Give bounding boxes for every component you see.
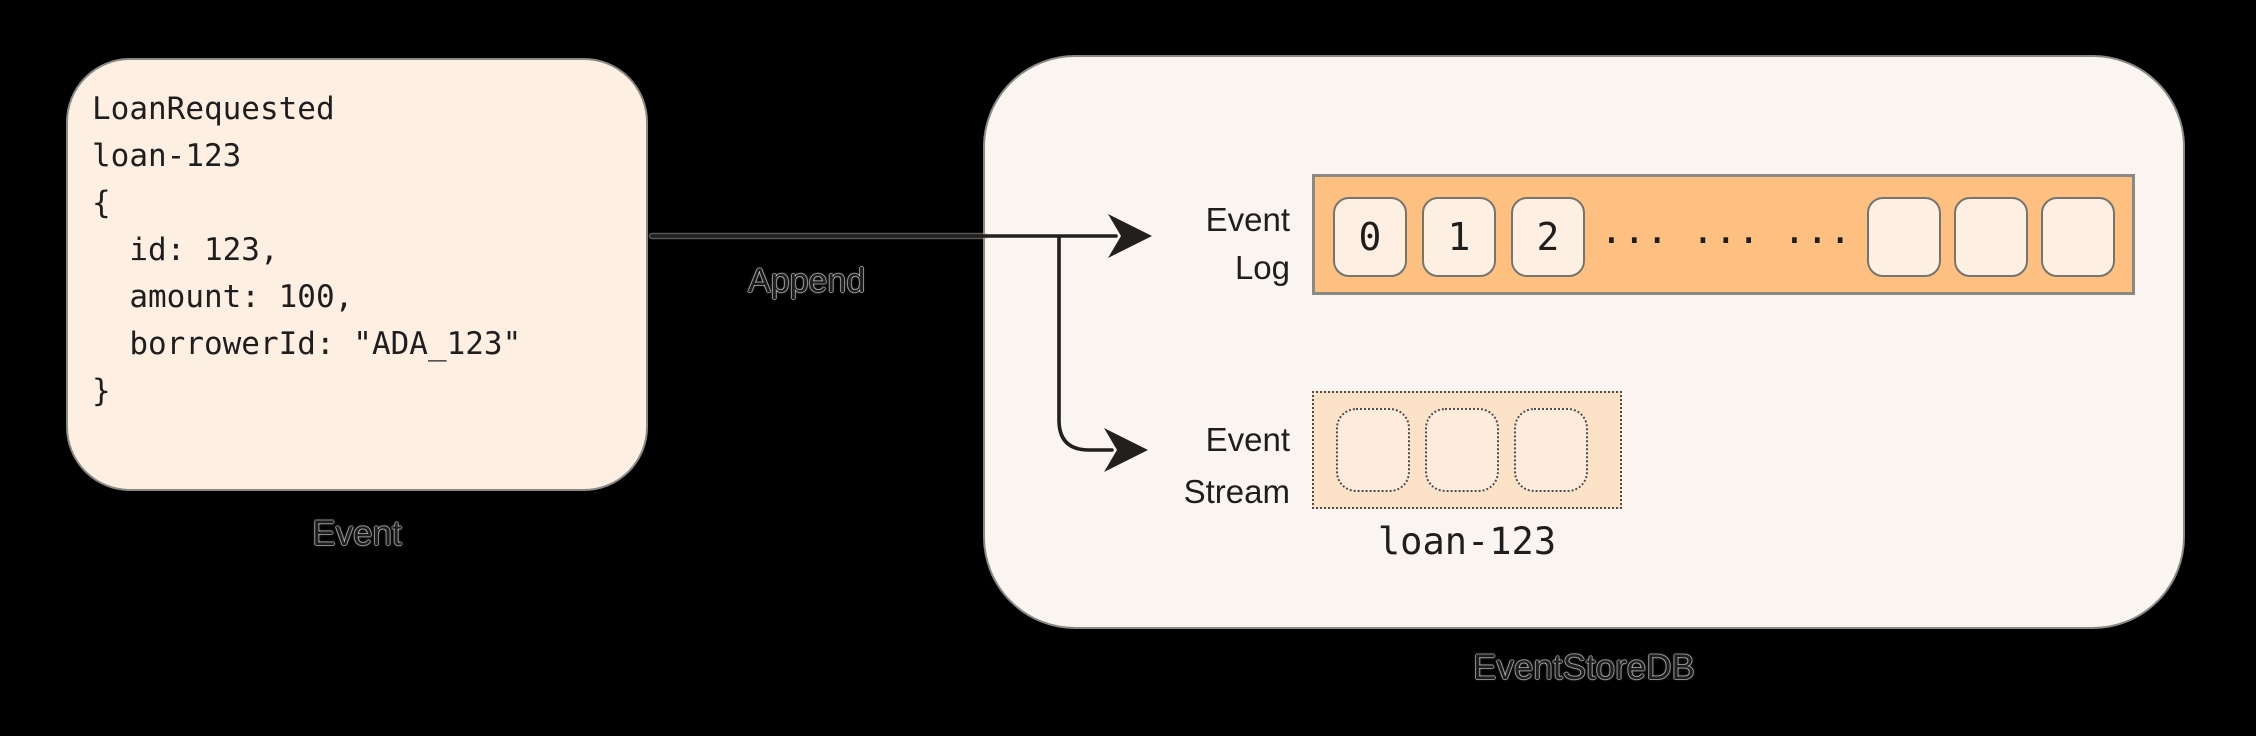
event-stream-empty-cell [1425, 408, 1499, 492]
event-stream-empty-cell [1514, 408, 1588, 492]
event-log-cell-1-value: 1 [1447, 215, 1471, 259]
event-log-label: Event Log [1205, 201, 1290, 286]
event-card-caption: Event [312, 514, 402, 553]
event-stream-box [1312, 391, 1622, 509]
stream-name-label: loan-123 [1377, 520, 1557, 563]
event-log-cell-0-value: 0 [1358, 215, 1382, 259]
event-log-ellipsis: ... ... ... [1600, 208, 1852, 252]
event-stream-label: Event Stream [1183, 421, 1290, 510]
event-code-block: LoanRequested loan-123 { id: 123, amount… [92, 91, 522, 409]
append-arrow-label: Append [748, 262, 866, 300]
event-card: LoanRequested loan-123 { id: 123, amount… [66, 58, 648, 491]
event-stream-empty-cell [1336, 408, 1410, 492]
event-log-cell-2-value: 2 [1536, 215, 1560, 259]
event-log-bar: 0 1 2 [1312, 174, 2135, 295]
event-log-empty-cell [1954, 197, 2028, 277]
eventstoredb-container [983, 55, 2185, 629]
event-log-cell-2: 2 [1511, 197, 1585, 277]
event-log-cell-0: 0 [1333, 197, 1407, 277]
event-log-cell-1: 1 [1422, 197, 1496, 277]
eventstoredb-caption: EventStoreDB [1473, 648, 1695, 687]
event-log-empty-cell [2041, 197, 2115, 277]
event-log-empty-cell [1867, 197, 1941, 277]
